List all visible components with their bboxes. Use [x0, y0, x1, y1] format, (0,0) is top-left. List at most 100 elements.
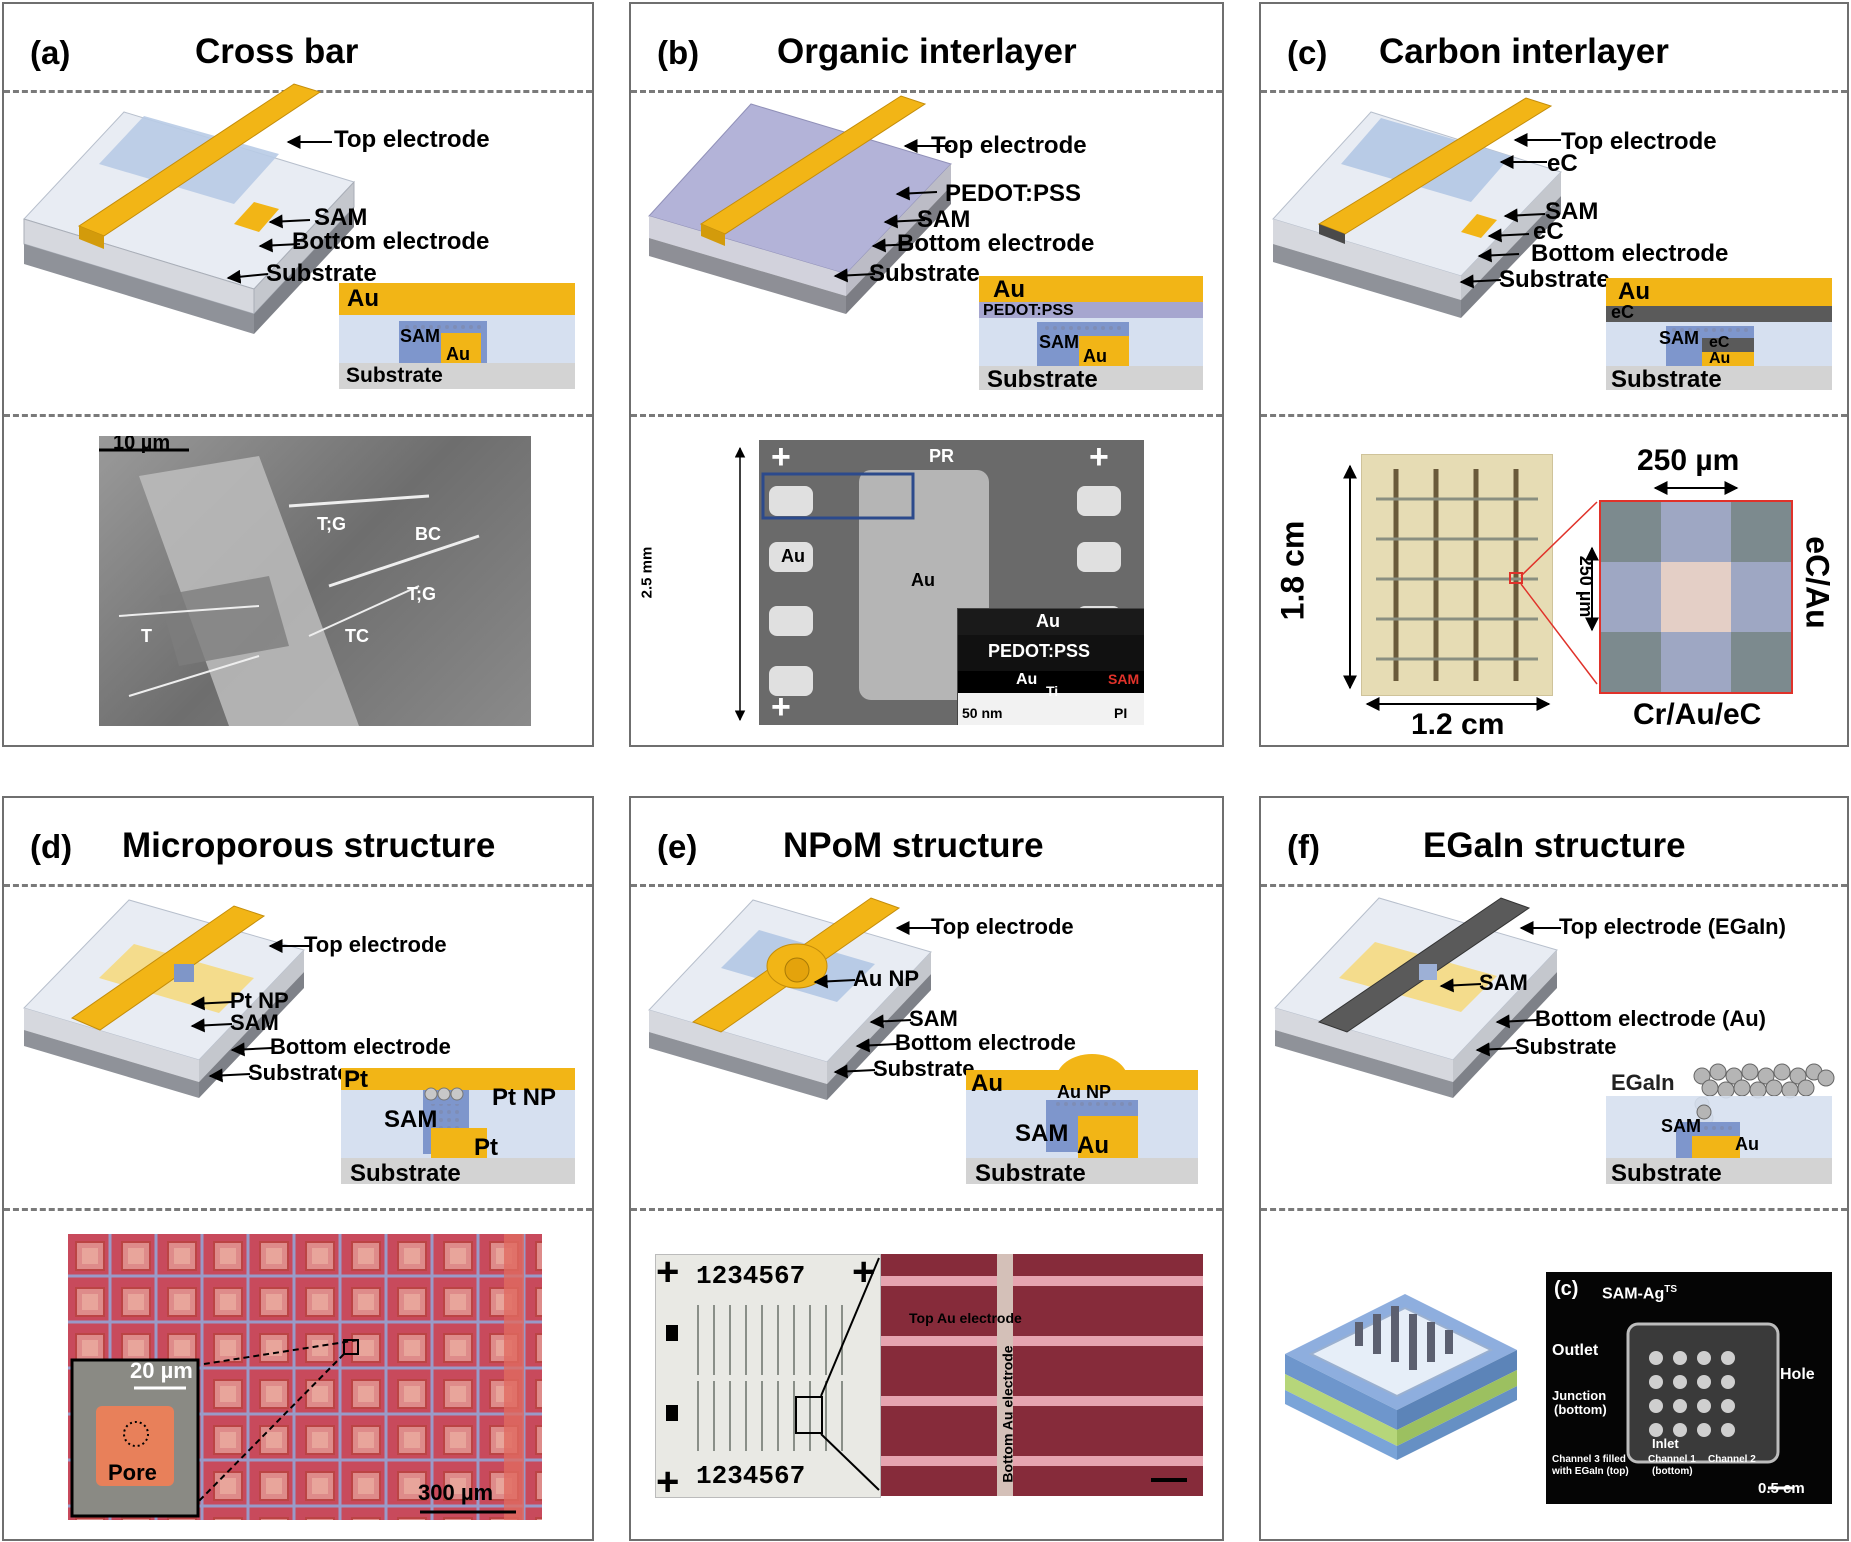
- top-electrode-label: Top electrode: [931, 914, 1074, 939]
- photo-dimension-label: 2.5 mm: [638, 546, 656, 599]
- microscope-photo: 20 µm Pore 300 µm: [68, 1234, 542, 1520]
- photo-hole-label: Hole: [1780, 1366, 1815, 1383]
- leader-arrow: [1477, 248, 1520, 263]
- zoom-side-label: eC/Au: [1799, 536, 1836, 629]
- panel-title: Organic interlayer: [777, 32, 1077, 71]
- sam-label: SAM: [314, 204, 368, 231]
- sem-image: 10 µm T;G BC T;G T TC: [99, 436, 531, 726]
- bottom-electrode-label: Bottom electrode: [897, 230, 1095, 257]
- inset-scale-label: 50 nm: [962, 705, 1003, 721]
- device-3d-schematic: [648, 95, 952, 314]
- panel-c: (c) Carbon interlayer Top electrode eC S…: [1259, 2, 1849, 747]
- cross-au-label: Au: [993, 276, 1025, 303]
- svg-text:+: +: [771, 440, 791, 476]
- leader-arrow: [813, 974, 856, 989]
- inset-pedot-label: PEDOT:PSS: [988, 641, 1091, 661]
- substrate-label: Substrate: [266, 260, 377, 287]
- leader-arrow: [883, 214, 926, 229]
- inset-au-label: Au: [1036, 611, 1060, 631]
- cross-section: [339, 283, 575, 389]
- panel-letter: (f): [1287, 828, 1320, 865]
- panel-b: (b) Organic interlayer Top electrode PED…: [629, 2, 1224, 747]
- pt-np-label: Pt NP: [230, 988, 289, 1013]
- leader-arrow: [855, 1038, 898, 1053]
- leader-arrow: [895, 921, 937, 935]
- photo-letter: (c): [1554, 1278, 1579, 1300]
- cross-sam-label: SAM: [1039, 332, 1079, 352]
- divider: [1261, 884, 1847, 887]
- panel-title: Cross bar: [195, 32, 359, 71]
- sam-label: SAM: [909, 1006, 958, 1031]
- scale-label: 300 µm: [418, 1480, 494, 1505]
- top-electrode-label: Top electrode (EGaIn): [1559, 914, 1786, 939]
- zoom-lines: [820, 1257, 880, 1491]
- substrate-label: Substrate: [873, 1056, 975, 1081]
- photo-ch3a-label: Channel 3 filled: [1552, 1454, 1626, 1465]
- bottom-electrode-label: Bottom electrode: [1531, 240, 1729, 267]
- sam-label: SAM: [1545, 198, 1599, 225]
- panel-letter: (c): [1287, 34, 1328, 71]
- sam-label: SAM: [230, 1010, 279, 1035]
- sem-tg-label-1: T;G: [317, 514, 346, 534]
- dimension-arrow: [1365, 697, 1551, 711]
- photo-ch1a-label: Channel 1: [1648, 1454, 1696, 1465]
- cross-ec-small-label: eC: [1709, 334, 1730, 351]
- device-3d-schematic: [23, 899, 305, 1098]
- photo-inlet-label: Inlet: [1652, 1436, 1679, 1451]
- panel-e: (e) NPoM structure Top electrode Au NP S…: [629, 796, 1224, 1541]
- leader-arrow: [226, 269, 269, 284]
- cross-substrate-label: Substrate: [350, 1160, 461, 1187]
- cross-sam-label: SAM: [384, 1106, 438, 1133]
- top-electrode-label: Top electrode: [304, 932, 447, 957]
- microfluidic-photo-features: [1626, 1322, 1794, 1490]
- photo-au-center-label: Au: [911, 570, 935, 590]
- sem-bc-label: BC: [415, 524, 441, 544]
- divider: [4, 1208, 592, 1211]
- zoom-image: [1599, 500, 1793, 694]
- sem-tc-label: TC: [345, 626, 369, 646]
- panel-letter: (e): [657, 828, 698, 865]
- dimension-arrow: [734, 446, 746, 722]
- cross-pedot-label: PEDOT:PSS: [983, 302, 1074, 319]
- sem-features: [99, 448, 480, 726]
- svg-text:+: +: [852, 1254, 875, 1294]
- zoom-width-label: 250 µm: [1637, 444, 1740, 477]
- photo-ch3b-label: with EGaIn (top): [1552, 1466, 1629, 1477]
- cross-egain-label: EGaIn: [1611, 1070, 1675, 1095]
- photo-ch2-label: Channel 2: [1708, 1454, 1756, 1465]
- cross-au-small-label: Au: [1735, 1134, 1759, 1154]
- cross-pt-label: Pt: [344, 1066, 368, 1093]
- substrate-label: Substrate: [869, 260, 980, 287]
- cross-ec-label: eC: [1611, 302, 1635, 322]
- divider: [631, 90, 1222, 93]
- leader-arrow: [895, 186, 938, 201]
- panel-letter: (d): [30, 828, 73, 865]
- bottom-au-electrode-label: Bottom Au electrode: [999, 1345, 1016, 1483]
- photo-scale-label: 0.5 cm: [1758, 1480, 1805, 1497]
- photo-sam-ag-label: SAM-AgTS: [1602, 1284, 1677, 1303]
- svg-text:+: +: [771, 688, 791, 725]
- chip-numbers-top: 1234567: [696, 1261, 806, 1291]
- inset-sam-label: SAM: [1108, 671, 1140, 687]
- inset-au2-label: Au: [1016, 671, 1038, 688]
- photo-width-label: 1.2 cm: [1411, 708, 1505, 741]
- cross-au-small-label: Au: [1077, 1132, 1109, 1159]
- photo-ch1b-label: (bottom): [1652, 1466, 1693, 1477]
- leader-arrow: [871, 238, 914, 253]
- cross-sam-label: SAM: [1661, 1116, 1701, 1136]
- au-np-label: Au NP: [853, 966, 919, 991]
- sam-label: SAM: [917, 206, 971, 233]
- pedot-label: PEDOT:PSS: [945, 180, 1082, 207]
- leader-arrow: [1495, 1014, 1538, 1029]
- leader-arrow: [1475, 1042, 1518, 1057]
- divider: [631, 1208, 1222, 1211]
- substrate-label: Substrate: [1515, 1034, 1617, 1059]
- microfluidic-photo: (c) SAM-AgTS Outlet Hole Junction (botto…: [1546, 1272, 1832, 1504]
- leader-arrow: [268, 939, 310, 953]
- cross-au-np-label: Au NP: [1057, 1082, 1111, 1102]
- divider: [1261, 90, 1847, 93]
- chip-photo: + + + 1234567 1234567: [655, 1254, 881, 1498]
- array-grid: [1376, 469, 1538, 681]
- ec-label-1: eC: [1547, 150, 1578, 177]
- leader-arrow: [190, 1018, 233, 1033]
